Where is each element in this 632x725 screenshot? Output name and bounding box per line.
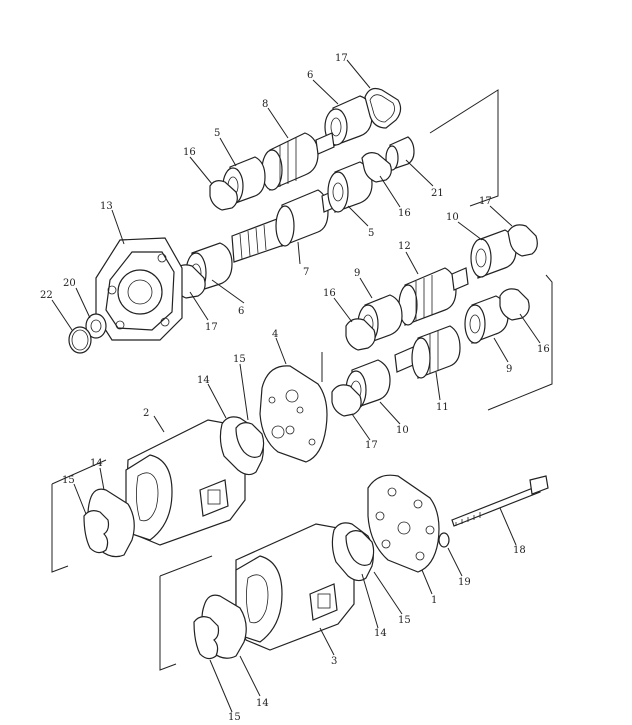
assembly-brackets xyxy=(51,89,553,671)
seal-16-middle xyxy=(345,318,376,351)
callout-16-middle: 16 xyxy=(323,288,336,299)
gear-housing-3 xyxy=(235,523,355,651)
bolt-18 xyxy=(451,475,549,527)
callout-5-upper: 5 xyxy=(214,128,220,139)
bushing-10-lower xyxy=(345,359,391,410)
seal-16-right xyxy=(361,152,392,183)
callout-19: 19 xyxy=(458,577,471,588)
callout-10-lower: 10 xyxy=(396,425,409,436)
callout-9-lower: 9 xyxy=(506,364,512,375)
callout-2: 2 xyxy=(143,408,149,419)
callout-13: 13 xyxy=(100,201,113,212)
callout-9-upper: 9 xyxy=(354,268,360,279)
main-shaft-7 xyxy=(231,185,348,263)
callout-14-upper: 14 xyxy=(197,375,210,386)
seal-17-lower xyxy=(331,384,362,417)
front-cover-13 xyxy=(95,237,183,341)
shaft-assembly-upper xyxy=(173,87,415,299)
callout-1: 1 xyxy=(431,595,437,606)
bushing-5-upper xyxy=(222,156,266,206)
callout-17-top: 17 xyxy=(335,53,348,64)
callout-14-right: 14 xyxy=(374,628,387,639)
callout-16-right: 16 xyxy=(398,208,411,219)
washer-19 xyxy=(438,532,450,548)
callout-5-lower: 5 xyxy=(368,228,374,239)
callout-15-lower: 15 xyxy=(228,712,241,723)
callout-15-upper: 15 xyxy=(233,354,246,365)
seal-15-lower xyxy=(193,616,220,660)
callout-17-left: 17 xyxy=(205,322,218,333)
callout-16-upper: 16 xyxy=(183,147,196,158)
callout-7: 7 xyxy=(303,267,309,278)
drive-gear-8 xyxy=(261,132,335,191)
callout-labels: 17 6 8 5 16 21 16 5 13 7 6 17 20 22 10 1… xyxy=(40,53,550,723)
oil-seal-20 xyxy=(85,313,107,339)
shaft-assembly-right xyxy=(331,224,538,417)
callout-11: 11 xyxy=(436,402,449,413)
seal-17-top xyxy=(364,87,402,129)
callout-22: 22 xyxy=(40,290,53,301)
callout-20: 20 xyxy=(63,278,76,289)
callout-6-lower: 6 xyxy=(238,306,244,317)
callout-16-far-right: 16 xyxy=(537,344,550,355)
seal-15-upper xyxy=(235,422,265,458)
callout-14-left: 14 xyxy=(90,458,103,469)
callout-14-lower: 14 xyxy=(256,698,269,709)
seal-16-far-right xyxy=(499,288,530,321)
callout-17-lower: 17 xyxy=(365,440,378,451)
driven-gear-12 xyxy=(398,267,469,326)
callout-18: 18 xyxy=(513,545,526,556)
callout-15-right: 15 xyxy=(398,615,411,626)
callout-17-right: 17 xyxy=(479,196,492,207)
gear-shaft-11 xyxy=(394,325,461,379)
callout-15-left: 15 xyxy=(62,475,75,486)
callout-6-top: 6 xyxy=(307,70,313,81)
seal-17-right xyxy=(507,224,538,257)
seal-15-right xyxy=(345,530,375,566)
callout-12: 12 xyxy=(398,241,411,252)
bushing-9-lower xyxy=(464,295,509,344)
callout-4: 4 xyxy=(272,329,278,340)
callout-8: 8 xyxy=(262,99,268,110)
seal-15-left xyxy=(83,510,110,554)
callout-10-upper: 10 xyxy=(446,212,459,223)
leader-lines xyxy=(51,59,541,713)
snap-ring-22 xyxy=(68,326,92,354)
rear-cover-1 xyxy=(367,474,440,573)
wear-plate-4 xyxy=(259,365,328,463)
gear-housing-2 xyxy=(125,419,246,546)
callout-21: 21 xyxy=(431,188,444,199)
callout-3: 3 xyxy=(331,656,337,667)
seal-16-upper xyxy=(209,180,238,211)
